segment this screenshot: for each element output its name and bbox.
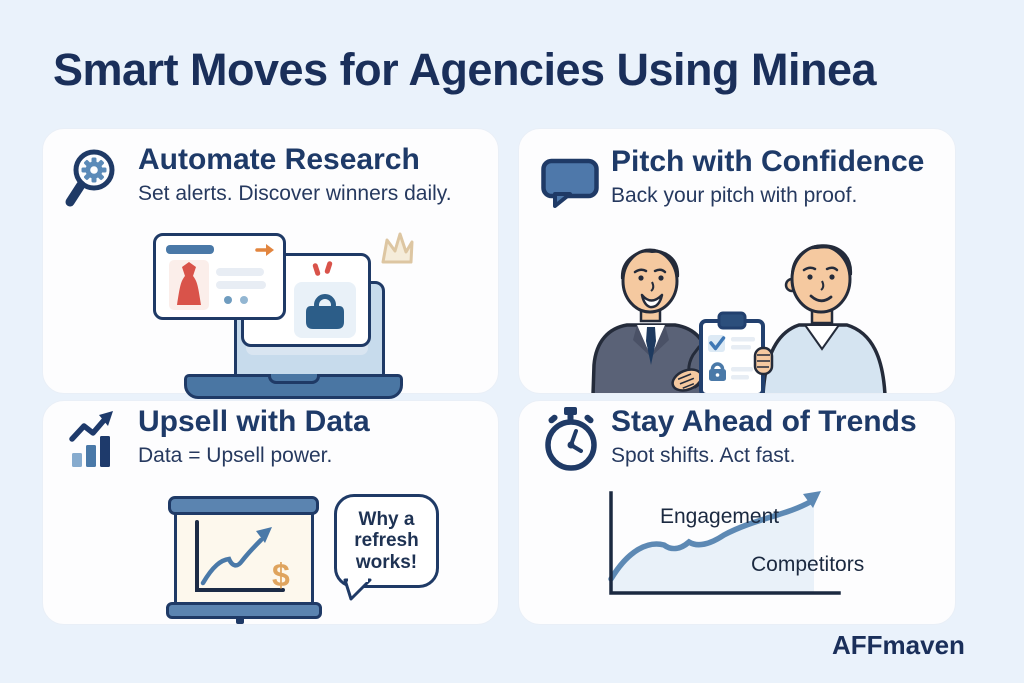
trend-chart-illustration: Engagement Competitors bbox=[519, 401, 955, 624]
laptop-illustration bbox=[43, 129, 498, 399]
bar-chart-arrow-icon bbox=[69, 411, 113, 467]
speech-bubble-text: Why a refresh works! bbox=[354, 509, 419, 573]
gesturing-hand bbox=[671, 368, 703, 392]
dress-icon bbox=[177, 262, 201, 305]
brand-logo: AFFmaven bbox=[832, 630, 965, 660]
gripping-hand bbox=[753, 346, 774, 376]
lock-icon bbox=[709, 362, 726, 381]
alert-mark bbox=[324, 260, 333, 275]
card-title: Automate Research bbox=[138, 143, 420, 176]
page-title: Smart Moves for Agencies Using Minea bbox=[53, 44, 877, 95]
speech-bubble-tail bbox=[343, 578, 372, 601]
easel-top-bar bbox=[168, 496, 319, 515]
card-title: Pitch with Confidence bbox=[611, 145, 925, 178]
dot bbox=[224, 296, 232, 304]
crown-doodle-icon bbox=[381, 232, 414, 264]
easel-screen: $ bbox=[174, 507, 314, 610]
product-card-dress bbox=[153, 233, 286, 320]
card-title: Stay Ahead of Trends bbox=[611, 405, 917, 438]
dollar-sign: $ bbox=[272, 557, 290, 593]
chart-label-competitors: Competitors bbox=[751, 553, 865, 576]
speech-bubble-icon bbox=[541, 158, 599, 208]
text-line-placeholder bbox=[216, 268, 264, 276]
card-stay-ahead-of-trends: Stay Ahead of Trends Spot shifts. Act fa… bbox=[518, 400, 956, 625]
magnifier-gear-icon bbox=[65, 149, 115, 207]
growth-chart-graphic: $ bbox=[195, 520, 290, 593]
product-image-panel bbox=[294, 282, 356, 338]
card-header-bar bbox=[166, 245, 214, 254]
presentation-illustration: $ Why a refresh works! bbox=[43, 401, 498, 624]
card-title: Upsell with Data bbox=[138, 405, 370, 438]
orange-arrow-icon bbox=[255, 244, 274, 256]
card-subtitle: Spot shifts. Act fast. bbox=[611, 443, 796, 467]
chart-label-engagement: Engagement bbox=[660, 505, 780, 528]
easel-pole bbox=[236, 616, 244, 624]
product-image-panel bbox=[169, 260, 209, 310]
text-line-placeholder bbox=[216, 281, 266, 289]
clipboard bbox=[699, 311, 774, 393]
client-person bbox=[761, 244, 887, 393]
speech-bubble: Why a refresh works! bbox=[334, 494, 439, 588]
card-subtitle: Set alerts. Discover winners daily. bbox=[138, 181, 452, 205]
pitch-illustration bbox=[519, 129, 955, 393]
two-people-clipboard-graphic bbox=[591, 244, 887, 393]
laptop-notch bbox=[268, 374, 320, 384]
trend-line-graphic bbox=[608, 491, 841, 595]
rating-dots bbox=[224, 296, 248, 304]
card-automate-research: Automate Research Set alerts. Discover w… bbox=[42, 128, 499, 399]
handbag-icon bbox=[306, 294, 344, 329]
dot bbox=[240, 296, 248, 304]
card-subtitle: Data = Upsell power. bbox=[138, 443, 333, 467]
easel-bottom-bar bbox=[166, 602, 322, 619]
card-pitch-with-confidence: Pitch with Confidence Back your pitch wi… bbox=[518, 128, 956, 394]
agency-person bbox=[591, 248, 713, 393]
checkmark-icon bbox=[709, 336, 726, 351]
card-upsell-with-data: Upsell with Data Data = Upsell power. $ … bbox=[42, 400, 499, 625]
alert-mark bbox=[312, 262, 321, 277]
card-subtitle: Back your pitch with proof. bbox=[611, 183, 858, 207]
stopwatch-icon bbox=[545, 407, 597, 471]
